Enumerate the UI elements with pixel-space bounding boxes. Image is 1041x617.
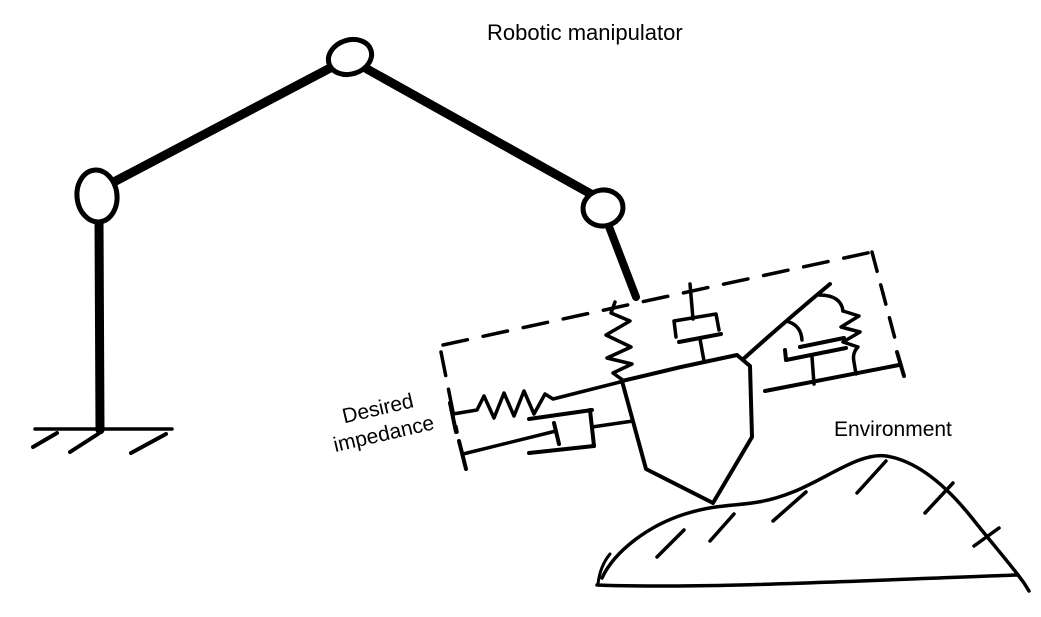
top-damper-cup: [672, 312, 721, 339]
top-spring-icon: [604, 300, 634, 383]
hill-top-curve: [600, 453, 1031, 593]
upper-link: [105, 61, 339, 189]
left-spring-anchor: [448, 401, 458, 434]
left-impedance-elements: [448, 380, 635, 471]
wrist-link: [604, 220, 640, 301]
impedance-dashed-box: [439, 250, 900, 434]
right-spring-link-arc: [817, 293, 845, 313]
right-damper-output-rod: [810, 355, 816, 386]
robot-arm: [74, 36, 640, 435]
hill-hatch: [708, 512, 736, 543]
base-link: [94, 215, 105, 435]
end-effector-body: [620, 353, 754, 505]
wrist-joint: [580, 187, 626, 229]
ground-hatch: [31, 431, 59, 449]
ground-hatch: [129, 432, 168, 455]
hill-hatch: [771, 490, 808, 523]
top-damper-output-rod: [698, 337, 706, 363]
environment-surface: [595, 453, 1031, 593]
hill-hatch: [972, 526, 1001, 548]
right-spring-icon: [839, 309, 862, 376]
dashed-box-top: [441, 250, 874, 347]
robotic-manipulator-label: Robotic manipulator: [487, 20, 683, 45]
forearm-link: [362, 64, 596, 199]
top-impedance-elements: [604, 282, 723, 383]
top-damper-rod: [688, 282, 695, 321]
hill-hatch: [923, 481, 955, 515]
right-impedance-elements: [738, 282, 906, 393]
dashed-box-left: [439, 350, 459, 434]
ground-hatch: [68, 432, 100, 454]
right-damper-link: [787, 320, 804, 342]
shoulder-joint: [74, 167, 120, 225]
elbow-joint: [325, 36, 375, 78]
left-damper-rod: [461, 429, 558, 456]
left-damper-output-rod: [590, 419, 635, 429]
right-baseline-tick: [895, 350, 906, 378]
left-damper-cylinder-top: [527, 408, 594, 421]
hill-hatch: [855, 459, 888, 495]
environment-label: Environment: [834, 418, 952, 441]
right-baseline: [763, 363, 901, 393]
dashed-box-right: [870, 250, 900, 352]
left-spring-icon: [451, 380, 622, 420]
hill-bottom-line: [595, 573, 1020, 588]
right-wall-line: [738, 282, 832, 364]
hill-hatch: [655, 528, 686, 559]
left-damper-piston: [552, 421, 561, 446]
hill-left-curl: [596, 552, 612, 586]
right-damper-piston: [798, 336, 846, 349]
right-damper-cup: [783, 346, 848, 362]
left-damper-cylinder-bottom: [527, 444, 596, 455]
